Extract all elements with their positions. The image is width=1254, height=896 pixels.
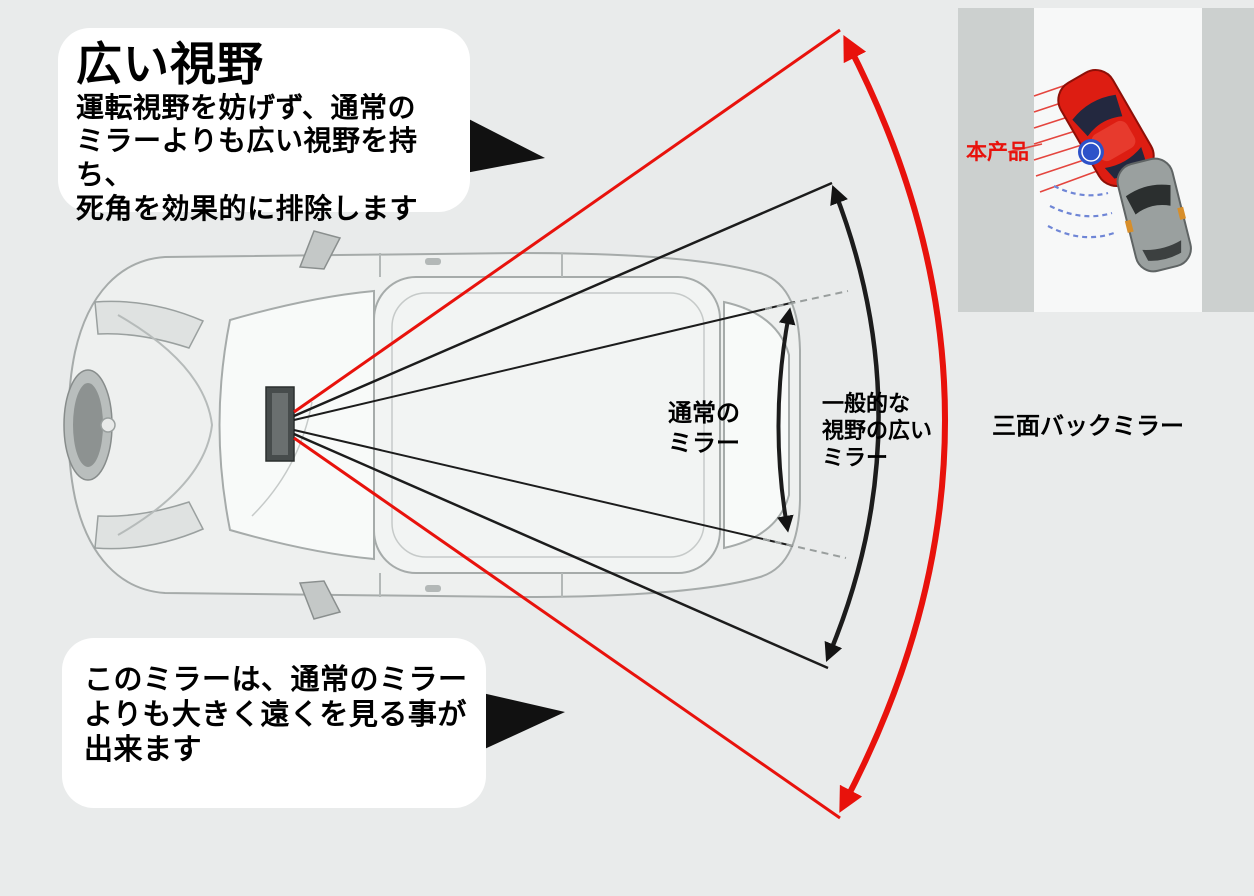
gray-car-rear-window xyxy=(1142,240,1182,261)
inset-parking-scene xyxy=(958,8,1254,312)
callout-title: 広い視野 xyxy=(76,37,264,91)
callout-see-further: このミラーは、通常のミラー よりも大きく遠くを見る事が 出来ます xyxy=(62,638,486,808)
red-car-windshield xyxy=(1072,94,1123,137)
callout-top-tail xyxy=(455,112,545,175)
wide-mirror-label-line: 視野の広い xyxy=(822,418,933,444)
door-handle-top xyxy=(425,258,441,265)
product-cone-upper-line xyxy=(293,28,841,414)
normal-mirror-label-line: 通常の xyxy=(668,399,740,427)
wide-mirror-label-line: ミラー xyxy=(822,445,889,471)
side-mirror-top xyxy=(298,230,342,270)
inset-sensor-waves xyxy=(1047,185,1115,239)
car-top-view xyxy=(63,230,801,620)
wide-mirror-label: 一般的な 視野の広い ミラー xyxy=(822,392,932,472)
wide-cone-lower-line xyxy=(293,432,829,670)
normal-cone-lower-line xyxy=(293,429,794,547)
gray-car-marker-left xyxy=(1124,219,1134,233)
hood-emblem xyxy=(100,417,116,433)
normal-mirror-label: 通常の ミラー xyxy=(645,398,763,458)
normal-mirror-label-line: ミラー xyxy=(668,429,740,457)
callout-text-line: ミラーよりも広い視野を持ち、 xyxy=(76,124,418,192)
windshield xyxy=(218,289,375,561)
inset-product-label: 本产品 xyxy=(966,140,1029,164)
callout-text-line: このミラーは、通常のミラー xyxy=(84,662,468,696)
callout-text-line: 死角を効果的に排除します xyxy=(76,191,419,225)
roof-inner-line xyxy=(391,292,705,558)
callout-text-line: 出来ます xyxy=(84,731,203,766)
callout-bottom-tail xyxy=(478,692,565,752)
normal-cone-lower-dash xyxy=(762,538,847,559)
normal-cone-upper-line xyxy=(293,301,796,421)
product-cone-span-arrow xyxy=(839,35,948,813)
callout-text-line: よりも大きく遠くを見る事が xyxy=(84,696,467,731)
product-view-cone xyxy=(293,28,948,820)
hood-line xyxy=(117,314,214,536)
rearview-mirror-glass xyxy=(272,393,288,455)
normal-cone-span-arrow xyxy=(776,307,796,533)
inset-pointer-line xyxy=(1007,143,1043,153)
inset-watermark-badge-ring xyxy=(1081,142,1101,162)
normal-cone-upper-dash xyxy=(764,290,849,310)
inset-gray-car xyxy=(1116,157,1192,273)
wide-cone-upper-line xyxy=(293,181,833,418)
normal-mirror-view-cone xyxy=(293,290,849,559)
gray-car-marker-right xyxy=(1177,206,1187,220)
inset-red-car xyxy=(1057,69,1155,187)
product-cone-lower-line xyxy=(293,436,841,820)
roof xyxy=(373,276,721,574)
headlight-bottom xyxy=(94,501,205,550)
wide-mirror-label-line: 一般的な xyxy=(822,392,911,417)
headlight-top xyxy=(94,300,205,349)
gray-car-windshield xyxy=(1125,184,1171,215)
product-mirror-label: 三面バックミラー xyxy=(992,412,1184,440)
front-grille-inner xyxy=(73,383,103,467)
red-car-rear-window xyxy=(1104,146,1146,179)
side-mirror-bottom xyxy=(298,580,342,620)
door-handle-bottom xyxy=(425,585,441,592)
inset-right-pillar xyxy=(1202,8,1254,312)
inset-left-pillar xyxy=(958,8,1034,312)
callout-wide-view: 広い視野 運転視野を妨げず、通常の ミラーよりも広い視野を持ち、 死角を効果的に… xyxy=(58,28,470,225)
callout-text-line: 運転視野を妨げず、通常の xyxy=(76,90,417,124)
